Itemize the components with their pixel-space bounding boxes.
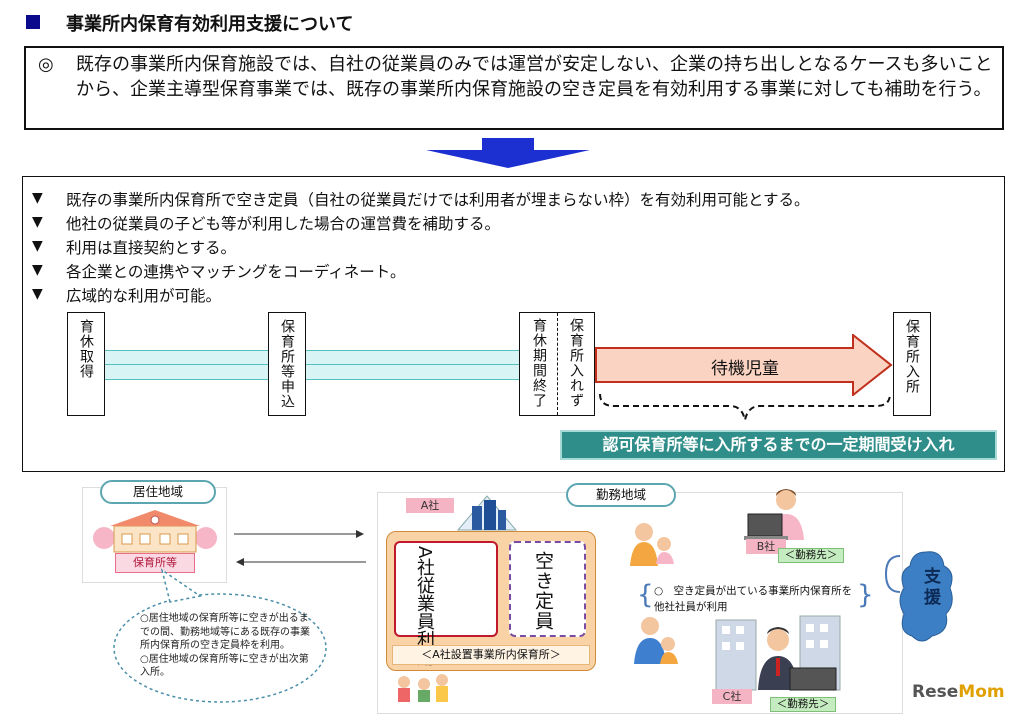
bullet-item: 利用は直接契約とする。	[66, 239, 237, 257]
workplace-b-label: ＜勤務先＞	[778, 548, 844, 563]
step-label: 育休期間終了	[531, 318, 547, 408]
nursery-building-icon	[93, 510, 217, 553]
support-cloud-icon	[899, 551, 953, 642]
parent-child-illustration-icon	[630, 523, 674, 566]
company-b-tag: B社	[746, 539, 786, 554]
page-title: 事業所内保育有効利用支援について	[66, 14, 354, 35]
step-divider	[557, 313, 558, 415]
triangle-bullet-icon: ▼	[32, 190, 43, 206]
double-circle-icon: ◎	[38, 54, 54, 75]
timeline-step-childcare-leave: 育休取得	[67, 312, 105, 416]
two-way-arrows-icon	[234, 530, 366, 566]
details-box	[22, 176, 1005, 472]
bracket-right-icon: }	[857, 580, 874, 610]
down-arrow-icon	[426, 138, 590, 168]
summary-box	[24, 46, 1004, 130]
bullet-item: 他社の従業員の子ども等が利用した場合の運営費を補助する。	[66, 215, 501, 233]
company-a-tag: A社	[406, 498, 454, 513]
parent-child-illustration-icon	[634, 617, 678, 664]
step-label: 保育所入所	[904, 319, 920, 394]
office-building-icon	[456, 495, 518, 531]
company-a-nursery-label: ＜A社設置事業所内保育所＞	[392, 645, 590, 665]
triangle-bullet-icon: ▼	[32, 214, 43, 230]
temporary-acceptance-banner: 認可保育所等に入所するまでの一定期間受け入れ	[560, 430, 997, 460]
waiting-children-label: 待機児童	[711, 359, 779, 379]
resemom-logo: ReseMom	[912, 682, 1005, 702]
company-c-tag: C社	[712, 689, 752, 704]
residence-area-label: 居住地域	[100, 480, 216, 504]
brace-icon	[599, 393, 891, 421]
timeline-step-admission: 保育所入所	[893, 312, 931, 416]
summary-text: 既存の事業所内保育施設では、自社の従業員のみでは運営が安定しない、企業の持ち出し…	[76, 54, 993, 100]
bracket-left-icon: {	[637, 580, 654, 610]
other-company-use-text: ○ 空き定員が出ている事業所内保育所を他社社員が利用	[654, 585, 853, 613]
work-area-label: 勤務地域	[566, 483, 676, 507]
nursery-label: 保育所等	[115, 553, 195, 573]
title-square-icon	[26, 15, 40, 29]
office-towers-icon	[715, 615, 841, 691]
children-illustration-icon	[398, 674, 448, 702]
bullet-item: 広域的な利用が可能。	[66, 287, 222, 305]
vacancy-box	[509, 541, 586, 637]
workplace-c-label: ＜勤務先＞	[770, 697, 836, 712]
timeline-line	[105, 364, 521, 365]
logo-part: Mom	[958, 682, 1005, 702]
leave-end-cell: 育休期間終了	[521, 312, 557, 416]
a-employees-use-label: A社従業員利用	[414, 546, 435, 667]
vacancy-label: 空き定員	[532, 551, 554, 631]
logo-part: Rese	[912, 682, 959, 702]
step-label: 保育所入れず	[568, 318, 584, 408]
not-admitted-cell: 保育所入れず	[558, 312, 594, 416]
childcare-leave-period-bar	[105, 350, 521, 380]
explanation-bubble	[113, 568, 327, 703]
office-worker-icon	[744, 489, 804, 540]
a-employees-box	[394, 541, 498, 637]
bubble-text: ○居住地域の保育所等に空きが出るまでの間、勤務地域等にある既存の事業所内保育所の…	[140, 612, 310, 680]
bubble-line: ○居住地域の保育所等に空きが出るまでの間、勤務地域等にある既存の事業所内保育所の…	[140, 613, 310, 651]
triangle-bullet-icon: ▼	[32, 238, 43, 254]
waiting-children-arrow	[595, 334, 893, 396]
bracket-arrow-icon	[884, 555, 901, 593]
bubble-line: ○居住地域の保育所等に空きが出次第入所。	[140, 653, 309, 679]
support-label: 支援	[920, 567, 940, 609]
bullet-item: 各企業との連携やマッチングをコーディネート。	[66, 263, 406, 281]
step-label: 育休取得	[78, 319, 94, 379]
step-label: 保育所等申込	[279, 319, 295, 409]
triangle-bullet-icon: ▼	[32, 286, 43, 302]
timeline-step-nursery-application: 保育所等申込	[268, 312, 306, 416]
triangle-bullet-icon: ▼	[32, 262, 43, 278]
bullet-item: 既存の事業所内保育所で空き定員（自社の従業員だけでは利用者が埋まらない枠）を有効…	[66, 191, 810, 209]
